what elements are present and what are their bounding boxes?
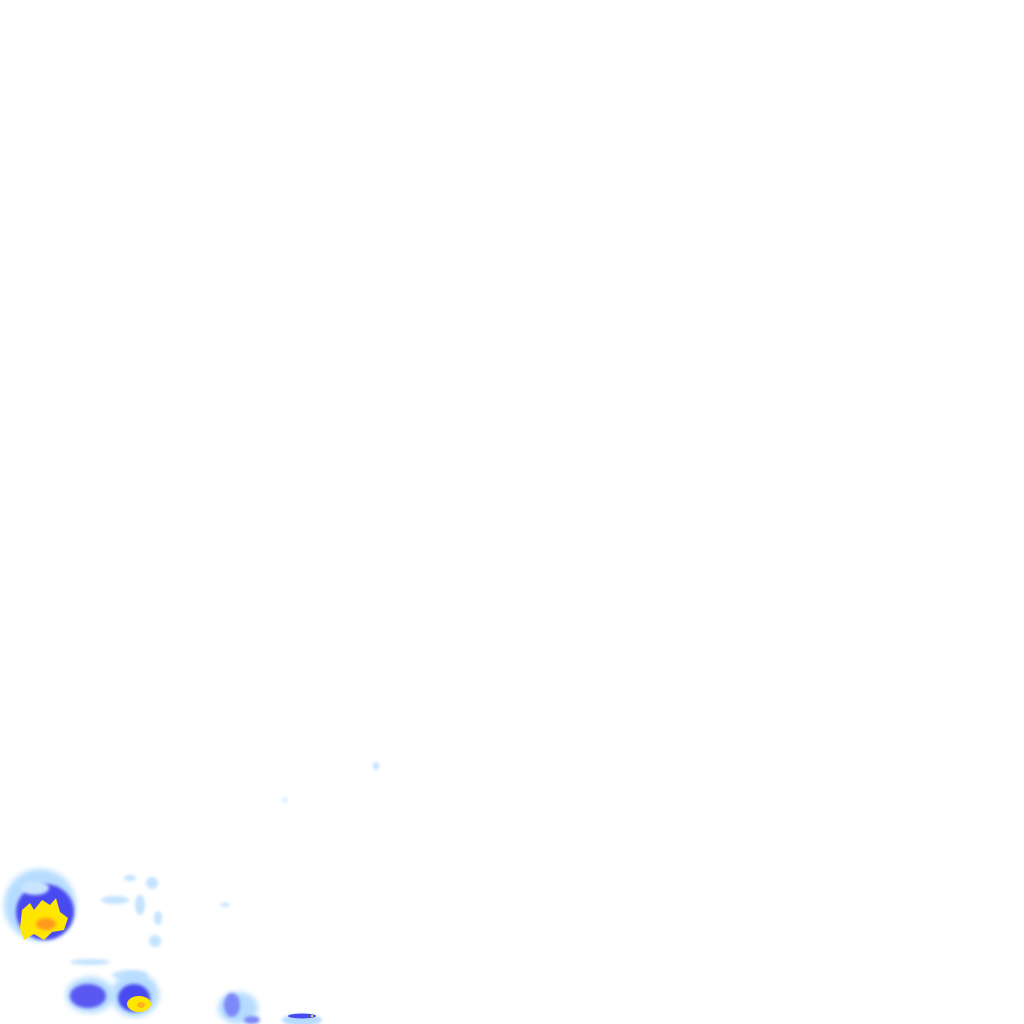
storm-cell-south-1 [66,977,114,1013]
light-rain-scatter [70,762,379,980]
moderate-rain-area [224,993,240,1017]
extreme-core [36,918,56,930]
storm-cell-south-4 [282,1013,322,1024]
extreme-core [137,1002,145,1008]
light-rain-gap [21,881,49,895]
storm-cell-south-2 [111,973,159,1017]
storm-cell-west [4,869,76,941]
intense-speck [311,1015,313,1017]
heavy-rain-area [288,1013,316,1019]
heavy-rain-area [70,984,106,1008]
storm-cell-south-3 [218,992,260,1024]
